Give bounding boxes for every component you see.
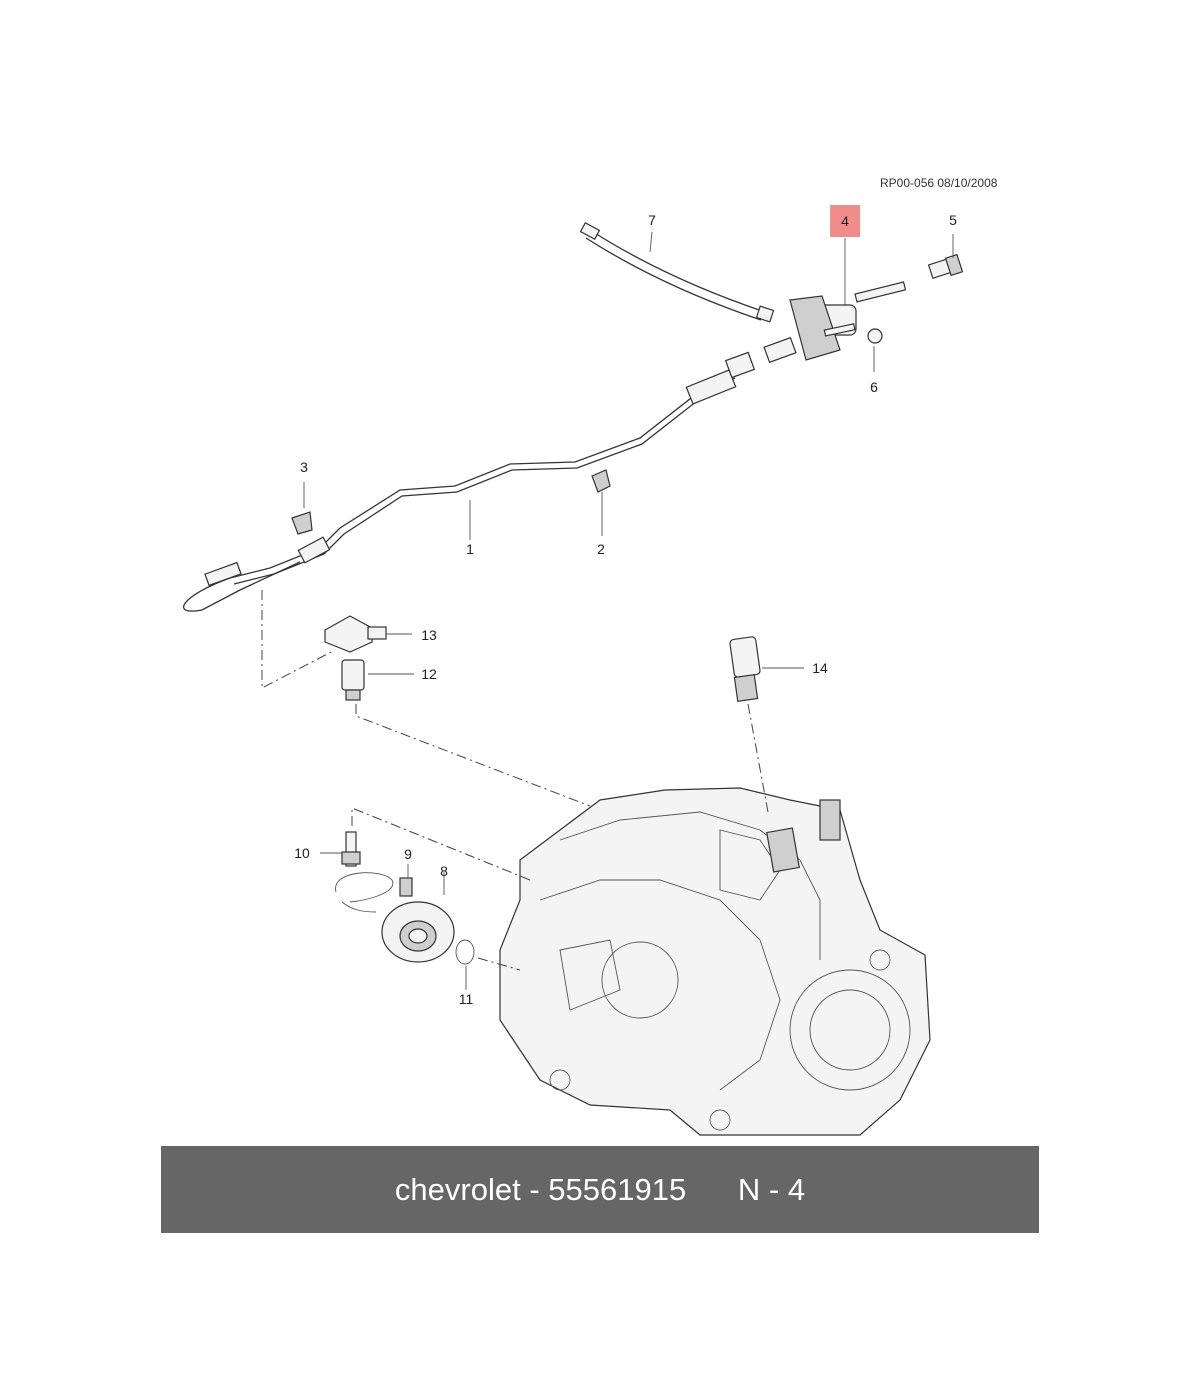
part-3-clip <box>291 511 313 535</box>
part-8-slave-cylinder <box>381 901 455 963</box>
part-2-clip <box>591 469 611 493</box>
callout-9: 9 <box>404 846 412 862</box>
diagram-position: N - 4 <box>737 1171 806 1207</box>
part-1-pipe <box>183 369 737 612</box>
callout-11: 11 <box>458 991 474 1007</box>
callout-4-highlighted: 4 <box>830 205 860 237</box>
part-9-screw <box>399 877 413 897</box>
callout-10: 10 <box>294 845 310 861</box>
part-13-fitting <box>324 615 387 653</box>
part-7-hose <box>579 222 775 323</box>
transmission-housing <box>499 787 931 1136</box>
part-4-master-cylinder <box>724 281 907 379</box>
part-10-bolt <box>341 831 361 867</box>
callout-2: 2 <box>597 541 605 557</box>
part-info-banner: chevrolet - 55561915 N - 4 <box>161 1146 1039 1233</box>
callout-3: 3 <box>300 459 308 475</box>
callout-12: 12 <box>421 666 437 682</box>
gap <box>686 1172 738 1208</box>
callout-13: 13 <box>421 627 437 643</box>
part-number: 55561915 <box>548 1171 687 1207</box>
callout-1: 1 <box>466 541 474 557</box>
callout-14: 14 <box>812 660 828 676</box>
part-6-washer <box>867 328 883 344</box>
part-14-switch <box>729 636 761 702</box>
callout-7: 7 <box>648 212 656 228</box>
part-5-clip <box>927 253 964 280</box>
callout-8: 8 <box>440 863 448 879</box>
separator: - <box>520 1171 549 1207</box>
callout-6: 6 <box>870 379 878 395</box>
part-10-line <box>335 872 394 903</box>
part-11-seal <box>455 939 475 965</box>
part-12-bleeder <box>341 659 365 701</box>
brand-name: chevrolet <box>394 1171 521 1207</box>
callout-5: 5 <box>949 212 957 228</box>
drawing-reference: RP00-056 08/10/2008 <box>880 176 998 190</box>
